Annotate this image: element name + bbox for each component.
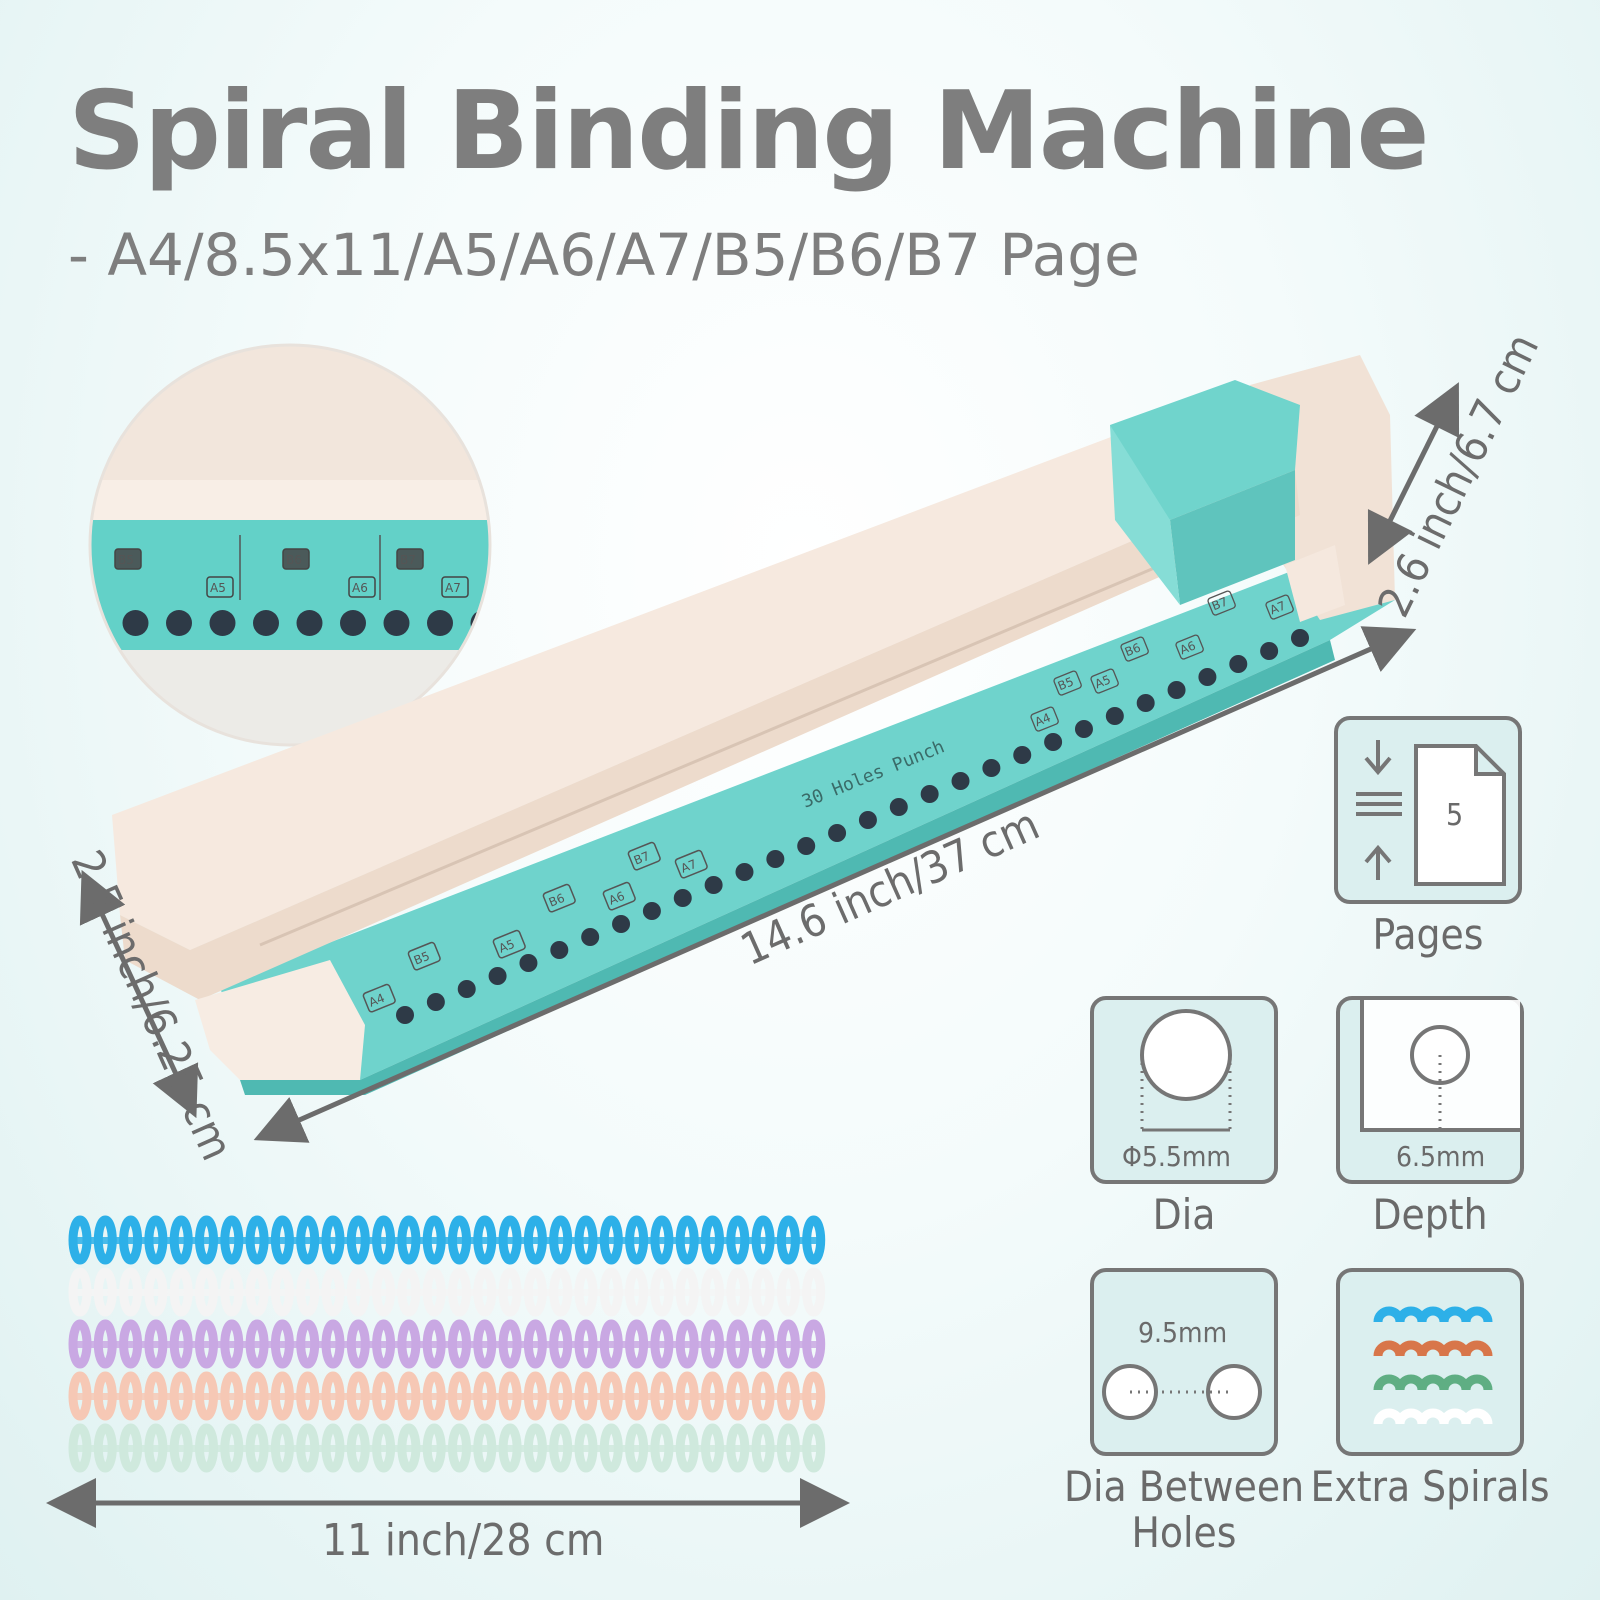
- svg-text:A7: A7: [445, 581, 461, 595]
- zoom-hole: [296, 610, 323, 636]
- svg-text:B7: B7: [400, 553, 416, 567]
- punch-hole: [457, 980, 476, 998]
- punch-hole: [612, 915, 631, 933]
- paper-stack-icon: [1356, 740, 1506, 886]
- svg-text:A7: A7: [1268, 598, 1288, 617]
- svg-text:B6: B6: [286, 553, 302, 567]
- hole-diameter-icon: [1140, 1009, 1232, 1132]
- spiral-coil-row: [68, 1267, 826, 1317]
- between-spec-card: 9.5mm: [1090, 1268, 1278, 1456]
- punch-hole: [920, 785, 939, 803]
- spiral-coil-row: [68, 1319, 826, 1369]
- svg-text:A5: A5: [210, 581, 226, 595]
- wave-line: [1373, 1340, 1493, 1357]
- wave-line: [1373, 1408, 1493, 1425]
- punch-hole: [951, 772, 970, 790]
- punch-hole: [889, 798, 908, 816]
- depth-spec-card: 6.5mm: [1336, 996, 1524, 1184]
- dia-label: Dia: [1152, 1190, 1216, 1239]
- between-label: Dia Between Holes: [1063, 1462, 1305, 1558]
- wave-line: [1373, 1374, 1493, 1391]
- page-subtitle: - A4/8.5x11/A5/A6/A7/B5/B6/B7 Page: [68, 221, 1140, 289]
- size-marker: A7: [1265, 594, 1294, 620]
- between-value: 9.5mm: [1138, 1316, 1228, 1349]
- depth-arrow: [79, 869, 199, 1119]
- punch-hole: [1105, 707, 1124, 725]
- zoom-hole: [253, 610, 279, 636]
- zoom-hole: [514, 610, 540, 636]
- punch-hole: [1229, 655, 1248, 673]
- wave-line: [1373, 1306, 1493, 1323]
- zoom-size-marker: B7: [396, 548, 424, 570]
- punch-hole: [673, 889, 692, 907]
- svg-text:B5: B5: [118, 553, 134, 567]
- depth-label: Depth: [1372, 1190, 1488, 1239]
- page-title: Spiral Binding Machine: [68, 69, 1430, 194]
- punch-hole: [581, 928, 600, 946]
- punch-hole: [1044, 733, 1063, 751]
- punch-hole: [396, 1006, 414, 1024]
- extra-spirals-spec-card: [1336, 1268, 1524, 1456]
- zoom-hole: [427, 610, 453, 636]
- punch-hole: [1198, 668, 1217, 686]
- dia-value: Φ5.5mm: [1122, 1140, 1231, 1173]
- punch-hole: [982, 759, 1001, 777]
- zoom-hole: [340, 610, 366, 636]
- spiral-coil-row: [68, 1423, 826, 1473]
- zoom-size-marker: A7: [441, 576, 469, 598]
- depth-value: 6.5mm: [1396, 1140, 1486, 1173]
- spirals-icon: [1373, 1306, 1493, 1425]
- zoom-hole: [383, 610, 410, 636]
- hole-spacing-icon: [1102, 1364, 1262, 1420]
- zoom-size-marker: B6: [282, 548, 310, 570]
- zoom-size-marker: B5: [114, 548, 142, 570]
- zoom-hole: [122, 610, 149, 636]
- spiral-coils: [68, 1215, 826, 1473]
- punch-hole: [488, 967, 507, 985]
- punch-hole: [550, 941, 569, 959]
- punch-hole: [1291, 629, 1309, 647]
- punch-hole: [642, 902, 661, 920]
- height-arrow: [1367, 382, 1460, 565]
- punch-hole: [1013, 746, 1032, 764]
- zoom-hole: [166, 610, 192, 636]
- spiral-coil-row: [68, 1371, 826, 1421]
- punch-hole: [735, 863, 754, 881]
- punch-hole: [1074, 720, 1093, 738]
- dia-spec-card: Φ5.5mm: [1090, 996, 1278, 1184]
- punch-hole: [828, 824, 847, 842]
- punch-hole: [1260, 642, 1279, 660]
- punch-hole: [766, 850, 785, 868]
- punch-hole: [426, 993, 445, 1011]
- length-arrow: [253, 626, 1417, 1143]
- punch-hole: [1136, 694, 1155, 712]
- hole-depth-icon: [1360, 1000, 1520, 1132]
- pages-spec-card: 5: [1334, 716, 1522, 904]
- extra-spirals-label: Extra Spirals: [1310, 1462, 1550, 1511]
- size-marker: B7: [1207, 590, 1236, 616]
- punch-hole: [1167, 681, 1186, 699]
- spiral-length-label: 11 inch/28 cm: [322, 1515, 605, 1566]
- pages-label: Pages: [1372, 910, 1484, 959]
- punch-hole: [797, 837, 816, 855]
- svg-text:B7: B7: [1210, 594, 1230, 613]
- punch-hole: [519, 954, 538, 972]
- spiral-coil-row: [68, 1215, 826, 1265]
- zoom-size-marker: A6: [348, 576, 376, 598]
- pages-value: 5: [1446, 798, 1464, 833]
- punch-hole: [858, 811, 877, 829]
- punch-hole: [704, 876, 723, 894]
- svg-text:A6: A6: [352, 581, 368, 595]
- zoom-hole: [209, 610, 236, 636]
- zoom-size-marker: A5: [206, 576, 234, 598]
